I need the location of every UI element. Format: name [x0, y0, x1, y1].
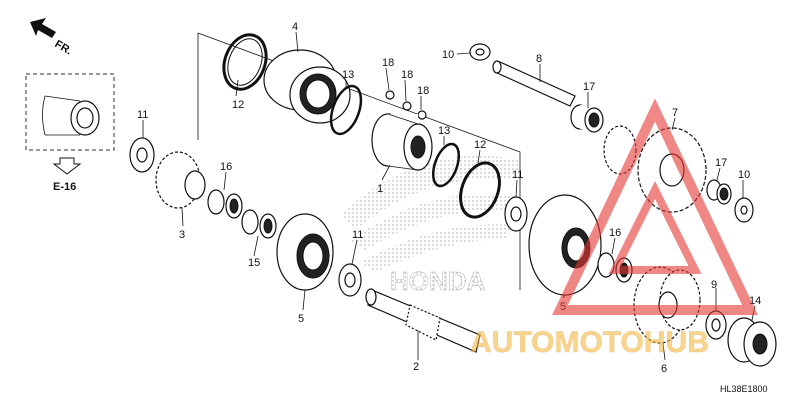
watermark-text: AUTOMOTOHUB	[470, 326, 709, 359]
part-label-p12a: 12	[232, 99, 244, 111]
part-5-sleeve-left	[276, 213, 334, 291]
part-label-p5a: 5	[298, 313, 304, 325]
reference-inset-box: E-16	[25, 73, 115, 193]
part-2-mainshaft	[365, 288, 481, 353]
part-17-bearing-right	[706, 179, 732, 205]
leader-lines	[142, 31, 756, 361]
svg-text:HONDA: HONDA	[390, 266, 486, 296]
part-label-p13a: 13	[342, 69, 354, 81]
part-1-cage	[371, 113, 433, 171]
part-4-hub	[263, 49, 351, 124]
part-label-p10b: 10	[738, 169, 750, 181]
part-16-bearing-left	[207, 189, 243, 219]
part-label-p11b: 11	[512, 169, 523, 181]
front-direction-arrow-icon: FR.	[30, 18, 74, 57]
direction-label: FR.	[53, 38, 74, 57]
part-label-p2: 2	[413, 361, 419, 373]
part-3-gear	[155, 151, 206, 209]
part-label-p3: 3	[179, 229, 185, 241]
part-17-bearing-top	[570, 104, 604, 133]
automotohub-watermark: AUTOMOTOHUB	[470, 98, 758, 359]
part-label-p10a: 10	[442, 49, 454, 61]
part-label-p11c: 11	[352, 229, 363, 241]
part-label-p4: 4	[292, 21, 298, 33]
part-14-ball-bearing	[727, 317, 777, 367]
part-12-circlip	[459, 161, 501, 219]
part-18-balls	[385, 90, 427, 120]
part-label-p16b: 16	[609, 227, 621, 239]
part-13-ring	[431, 142, 461, 188]
honda-logo-watermark: HONDA	[340, 155, 520, 296]
part-label-p17b: 17	[715, 157, 727, 169]
part-label-p7: 7	[672, 107, 678, 119]
reference-arrow-icon	[52, 157, 82, 175]
part-13-ring-top	[329, 84, 363, 136]
part-15-bearing	[241, 209, 277, 239]
part-number-labels: 12 4 13 18 18 18 10 8 17 7 11 16 3 13 1 12 11 17 10 15 11 5 16…	[137, 21, 761, 375]
part-12-circlip-top	[222, 33, 268, 91]
drawing-code: HL38E1800	[720, 384, 768, 394]
part-label-p9: 9	[711, 279, 717, 291]
part-label-p18a: 18	[382, 57, 394, 69]
part-label-p13b: 13	[438, 125, 450, 137]
part-label-p16a: 16	[220, 161, 232, 173]
reference-label: E-16	[53, 181, 76, 193]
part-8-shaft	[492, 60, 576, 107]
inset-bearing-icon	[42, 95, 100, 136]
part-label-p18c: 18	[417, 85, 429, 97]
part-label-p12b: 12	[474, 139, 486, 151]
part-label-p17a: 17	[583, 81, 595, 93]
part-label-p18b: 18	[401, 69, 413, 81]
part-label-p1: 1	[377, 183, 383, 195]
part-label-p15: 15	[248, 257, 260, 269]
part-7-gear	[603, 125, 707, 213]
part-label-p6: 6	[661, 363, 667, 375]
part-label-p11a: 11	[137, 109, 148, 121]
part-label-p8: 8	[536, 53, 542, 65]
